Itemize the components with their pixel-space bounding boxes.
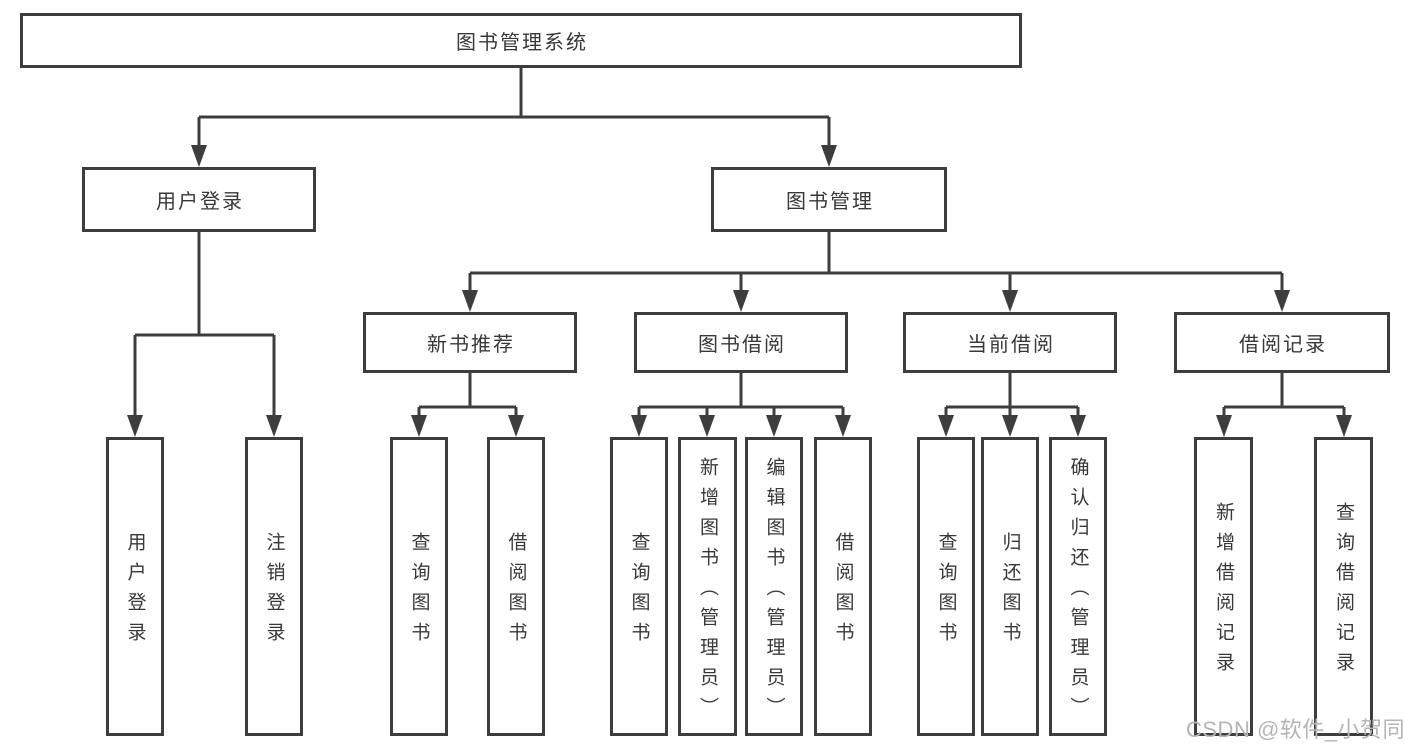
leaf-query-books-borrow: 查询图书 — [610, 437, 668, 736]
node-current-borrow: 当前借阅 — [903, 312, 1117, 373]
node-book-management: 图书管理 — [711, 167, 947, 232]
node-label: 图书借阅 — [698, 334, 786, 356]
node-label: 确认归还（管理员） — [1067, 456, 1089, 727]
node-book-borrow: 图书借阅 — [634, 312, 848, 373]
node-user-login: 用户登录 — [82, 167, 316, 232]
node-label: 归还图书 — [999, 531, 1021, 652]
node-label: 借阅图书 — [505, 531, 527, 652]
leaf-query-books-current: 查询图书 — [917, 437, 975, 736]
node-label: 编辑图书（管理员） — [763, 456, 785, 727]
node-borrow-records: 借阅记录 — [1174, 312, 1390, 373]
leaf-query-borrow-record: 查询借阅记录 — [1314, 437, 1373, 736]
node-label: 查询图书 — [408, 531, 430, 652]
node-label: 查询借阅记录 — [1333, 501, 1354, 682]
leaf-add-borrow-record: 新增借阅记录 — [1194, 437, 1253, 736]
node-label: 借阅记录 — [1239, 334, 1327, 356]
leaf-add-book-admin: 新增图书（管理员） — [678, 437, 737, 736]
leaf-return-books: 归还图书 — [981, 437, 1039, 736]
node-root-library-system: 图书管理系统 — [20, 13, 1022, 68]
node-label: 新书推荐 — [427, 334, 515, 356]
leaf-logout: 注销登录 — [245, 437, 303, 736]
node-label: 新增借阅记录 — [1213, 501, 1234, 682]
node-label: 查询图书 — [935, 531, 957, 652]
leaf-borrow-books-recommend: 借阅图书 — [487, 437, 545, 736]
node-new-book-recommend: 新书推荐 — [363, 312, 577, 373]
node-label: 新增图书（管理员） — [697, 456, 718, 727]
node-label: 注销登录 — [263, 531, 285, 652]
leaf-confirm-return-admin: 确认归还（管理员） — [1049, 437, 1107, 736]
node-label: 当前借阅 — [967, 334, 1055, 356]
node-label: 用户登录 — [156, 191, 244, 213]
leaf-edit-book-admin: 编辑图书（管理员） — [745, 437, 803, 736]
leaf-query-books-recommend: 查询图书 — [390, 437, 448, 736]
node-label: 图书管理系统 — [456, 32, 588, 54]
csdn-watermark: CSDN @软件_小贺同学 — [1186, 717, 1405, 742]
node-label: 图书管理 — [786, 191, 874, 213]
node-label: 查询图书 — [628, 531, 650, 652]
node-label: 借阅图书 — [832, 531, 854, 652]
node-label: 用户登录 — [124, 531, 146, 652]
leaf-user-login: 用户登录 — [106, 437, 164, 736]
leaf-borrow-books: 借阅图书 — [814, 437, 872, 736]
